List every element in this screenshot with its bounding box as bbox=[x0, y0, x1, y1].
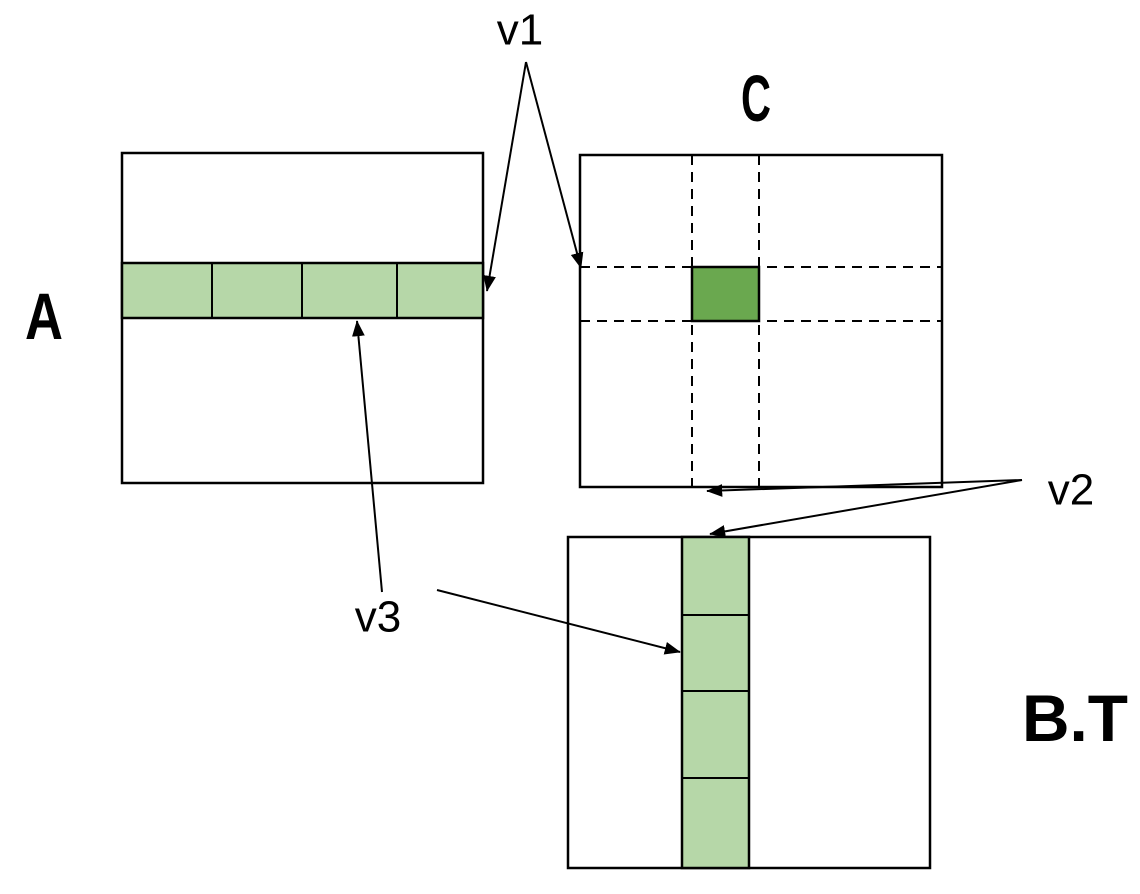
vector-v2-label: v2 bbox=[1048, 466, 1094, 515]
vector-v1-label: v1 bbox=[497, 6, 543, 55]
matrix-a-label: A bbox=[25, 279, 63, 353]
matrix-bt-label: B.T bbox=[1022, 681, 1128, 755]
arrow-v2-to-bt-column bbox=[709, 479, 1023, 538]
matrix-c-cell-highlight bbox=[690, 265, 761, 323]
arrow-v1-to-c-edge bbox=[525, 61, 584, 269]
matrix-c-label: C bbox=[741, 61, 771, 135]
matrix-a bbox=[120, 151, 485, 485]
vector-v3-label: v3 bbox=[355, 593, 401, 642]
matrix-c bbox=[578, 153, 944, 489]
arrow-v3-to-bt-column bbox=[436, 589, 681, 655]
arrow-v1-to-a-row bbox=[483, 61, 527, 292]
annotation-arrows bbox=[352, 61, 1023, 655]
arrow-v2-to-c-bottom bbox=[706, 479, 1023, 497]
matrix-bt bbox=[566, 535, 932, 870]
arrow-v3-to-a-row bbox=[352, 320, 383, 593]
labels: A C B.T v1 v2 v3 bbox=[25, 6, 1128, 756]
matrix-bt-column-highlight bbox=[680, 535, 751, 870]
